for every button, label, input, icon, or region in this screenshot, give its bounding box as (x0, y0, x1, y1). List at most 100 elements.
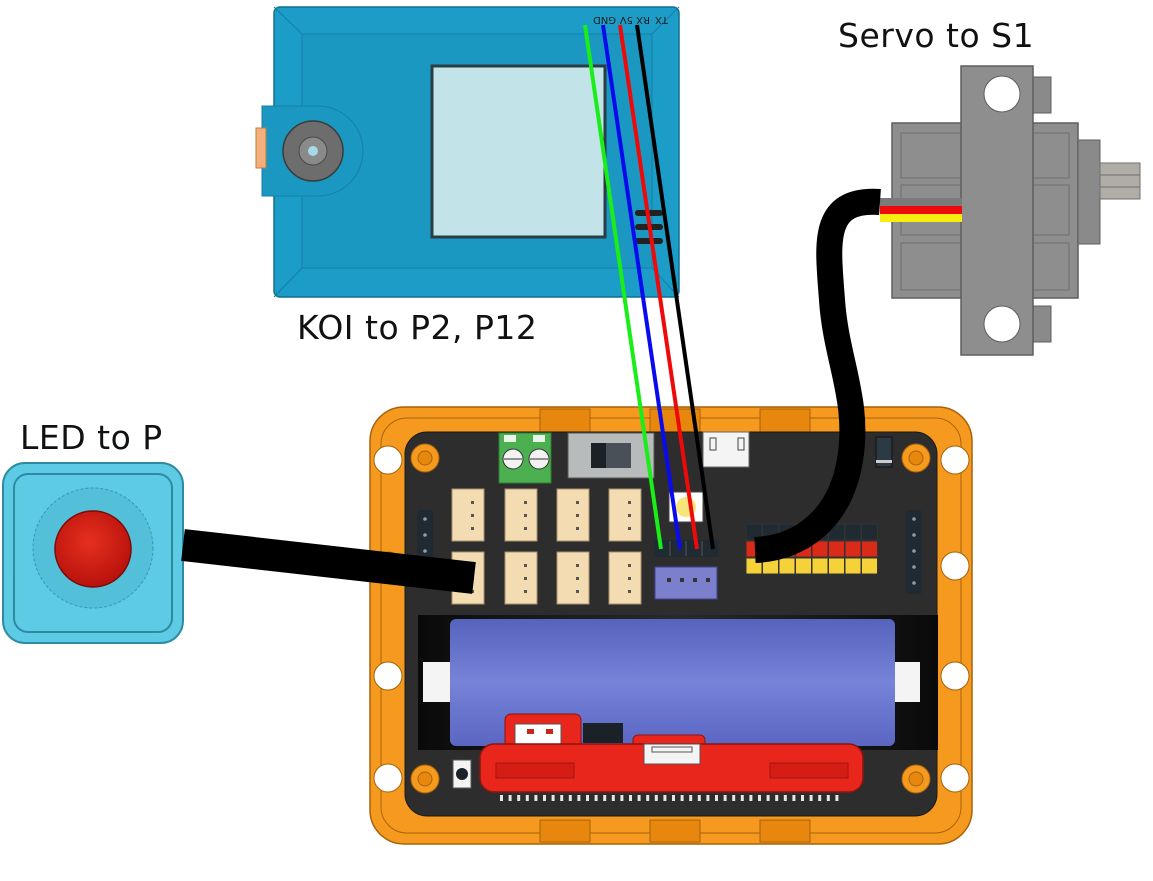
jst-pin (524, 514, 527, 517)
jst-pin (576, 527, 579, 530)
edge-pin (603, 795, 607, 801)
jst-pin (471, 527, 474, 530)
edge-pin (646, 795, 650, 801)
wire-rx (601, 24, 682, 550)
edge-pin (629, 795, 632, 801)
jst-pin (628, 514, 631, 517)
jst-pin (524, 527, 527, 530)
edge-pin (740, 795, 744, 801)
koi-camera-tab (255, 127, 267, 169)
servo-shaft (1099, 162, 1141, 200)
right-header (906, 510, 922, 594)
jst-pin (576, 514, 579, 517)
koi-module: TX RX 5V GND (255, 6, 680, 298)
led-label: LED to P (20, 418, 163, 457)
edge-pin (715, 795, 718, 801)
pin-label-5v: 5V (620, 14, 633, 25)
wire-tx (583, 24, 663, 550)
header-pin (861, 540, 878, 558)
koi-wires (583, 24, 715, 550)
jst-pin (576, 501, 579, 504)
header-pin (811, 557, 829, 575)
jst-pin (524, 564, 527, 567)
header-pin (828, 557, 845, 575)
edge-pin (525, 795, 529, 801)
jst-pin (628, 590, 631, 593)
edge-pin (766, 795, 770, 801)
edge-pin (749, 795, 753, 801)
edge-pin (697, 795, 701, 801)
pin-label-tx: TX (655, 14, 669, 25)
edge-pin (826, 795, 830, 801)
edge-pin (818, 795, 822, 801)
edge-pin (568, 795, 572, 801)
edge-pin (637, 795, 641, 801)
mount-hole-icon (983, 305, 1021, 343)
jst-port (504, 488, 538, 542)
edge-pin (680, 795, 684, 801)
microbit (479, 713, 864, 793)
jst-pin (576, 564, 579, 567)
pcb-screws (410, 443, 931, 794)
jst-pin (524, 501, 527, 504)
jst-pin (576, 590, 579, 593)
jst-port (556, 551, 590, 605)
led-cable (181, 529, 476, 594)
koi-pin-labels: TX RX 5V GND (593, 14, 669, 25)
edge-pin (672, 795, 675, 801)
terminal-block (498, 432, 552, 484)
jst-pin (628, 527, 631, 530)
edge-pin (586, 795, 589, 801)
jst-pin (628, 577, 631, 580)
jst-pin (524, 577, 527, 580)
jst-pin (471, 514, 474, 517)
edge-pin (500, 795, 503, 801)
edge-pin (809, 795, 813, 801)
power-switch[interactable] (567, 432, 655, 479)
mount-hole-icon (983, 75, 1021, 113)
jst-pin (576, 577, 579, 580)
servo-cable (753, 188, 881, 563)
edge-pin (835, 795, 839, 801)
jst-port (556, 488, 590, 542)
diode (875, 436, 893, 468)
edge-pin (517, 795, 521, 801)
edge-pin (551, 795, 555, 801)
servo-label: Servo to S1 (838, 16, 1035, 55)
header-pin (844, 523, 862, 541)
servo-wire-red (880, 206, 962, 214)
edge-pin (801, 795, 804, 801)
jst-pin (628, 564, 631, 567)
edge-pin (654, 795, 658, 801)
jst-port (608, 488, 642, 542)
edge-pin (611, 795, 615, 801)
controller-board (369, 406, 973, 845)
usb-port (702, 431, 750, 468)
koi-label: KOI to P2, P12 (297, 308, 538, 347)
edge-pin (534, 795, 538, 801)
edge-pin (732, 795, 736, 801)
jst-port (608, 551, 642, 605)
header-pin (778, 557, 796, 575)
edge-pin (689, 795, 693, 801)
edge-pin (560, 795, 564, 801)
edge-pin (706, 795, 710, 801)
led-module (2, 462, 184, 644)
servo-wire-brown (880, 198, 962, 206)
edge-pin (775, 795, 779, 801)
koi-screen (430, 64, 607, 239)
jst-port (504, 551, 538, 605)
header-pin (861, 523, 878, 541)
battery-holder (418, 615, 938, 750)
led-lens-icon (54, 510, 132, 588)
edge-pin (723, 795, 727, 801)
i2c-connector (654, 566, 718, 600)
jst-port (451, 488, 485, 542)
edge-pin (792, 795, 796, 801)
edge-pin (508, 795, 512, 801)
jst-pin (628, 501, 631, 504)
jst-pin (471, 590, 474, 593)
edge-pin (577, 795, 581, 801)
koi-header (654, 540, 718, 557)
